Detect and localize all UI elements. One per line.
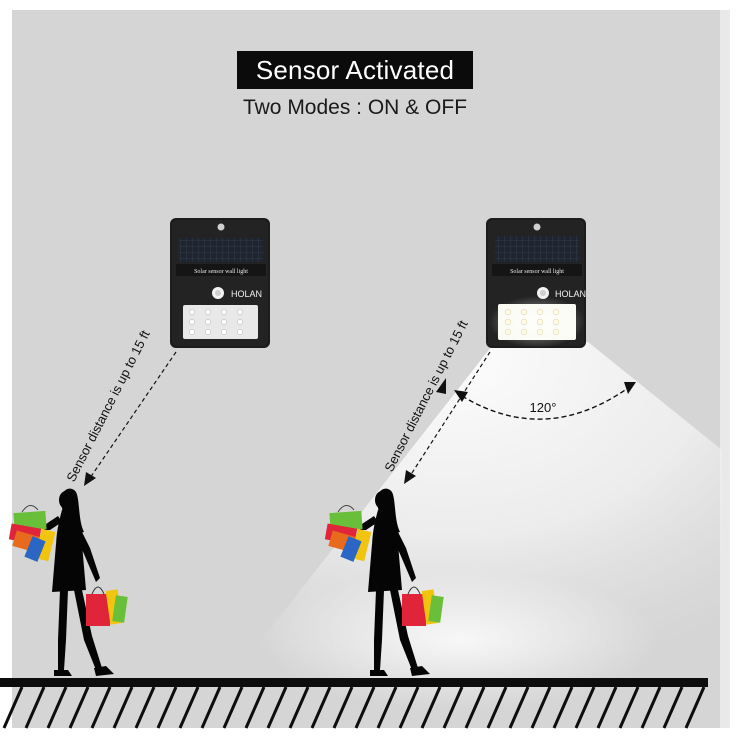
floor-hatch-line (640, 686, 662, 729)
floor-hatch-line (464, 686, 486, 729)
floor-hatch-line (112, 686, 134, 729)
right-shopping-bags-lowered (402, 586, 444, 626)
floor-hatch-line (24, 686, 46, 729)
floor-hatch-line (354, 686, 376, 729)
floor-hatch-line (508, 686, 530, 729)
floor-hatch-line (398, 686, 420, 729)
floor-hatch-line (486, 686, 508, 729)
left-distance-arrow (84, 351, 177, 486)
right-shopper-figure (324, 488, 444, 676)
left-led-array (189, 309, 243, 335)
detection-angle-arc (454, 382, 636, 420)
floor-hatch-line (618, 686, 640, 729)
right-lamp-brand: HOLAN (555, 289, 586, 299)
floor-hatch-line (310, 686, 332, 729)
floor-hatch-line (530, 686, 552, 729)
floor-hatch-line (332, 686, 354, 729)
floor-hatch-line (288, 686, 310, 729)
floor-hatch-line (200, 686, 222, 729)
floor-hatch-line (266, 686, 288, 729)
right-shopping-bags-raised (324, 505, 372, 562)
floor-hatch-line (574, 686, 596, 729)
left-lamp-label: Solar sensor wall light (194, 269, 248, 275)
left-shopping-bags-raised (8, 505, 56, 562)
left-shopper-figure (8, 488, 128, 676)
floor-hatch-line (662, 686, 684, 729)
ground-light-pool (260, 570, 660, 710)
floor-hatch-line (156, 686, 178, 729)
title-banner: Sensor Activated (237, 51, 473, 89)
floor-hatch-line (222, 686, 244, 729)
left-lamp-brand: HOLAN (231, 289, 262, 299)
floor-hatch-line (68, 686, 90, 729)
left-shopping-bags-lowered (86, 586, 128, 626)
wall-edge-right (720, 10, 730, 728)
floor-hatch-line (90, 686, 112, 729)
floor-hatch-line (552, 686, 574, 729)
floor-hatch-line (420, 686, 442, 729)
floor-hatch-line (442, 686, 464, 729)
floor-hatch-line (134, 686, 156, 729)
floor-hatch-line (178, 686, 200, 729)
floor-hatch-line (596, 686, 618, 729)
floor-hatch-line (2, 686, 24, 729)
page-title: Sensor Activated (255, 54, 455, 85)
subtitle: Two Modes : ON & OFF (242, 96, 468, 119)
left-solar-lamp: Solar sensor wall light HOLAN (170, 218, 270, 348)
right-lamp-label: Solar sensor wall light (510, 269, 564, 275)
floor-hatch-line (46, 686, 68, 729)
floor-hatch-line (376, 686, 398, 729)
right-solar-lamp: Solar sensor wall light HOLAN (486, 218, 586, 348)
floor-hatch-line (684, 686, 706, 729)
detection-angle-label: 120° (530, 400, 557, 415)
right-distance-arrow (404, 351, 491, 484)
floor-hatched (0, 678, 708, 729)
right-led-array (504, 308, 560, 336)
floor-hatch-line (244, 686, 266, 729)
